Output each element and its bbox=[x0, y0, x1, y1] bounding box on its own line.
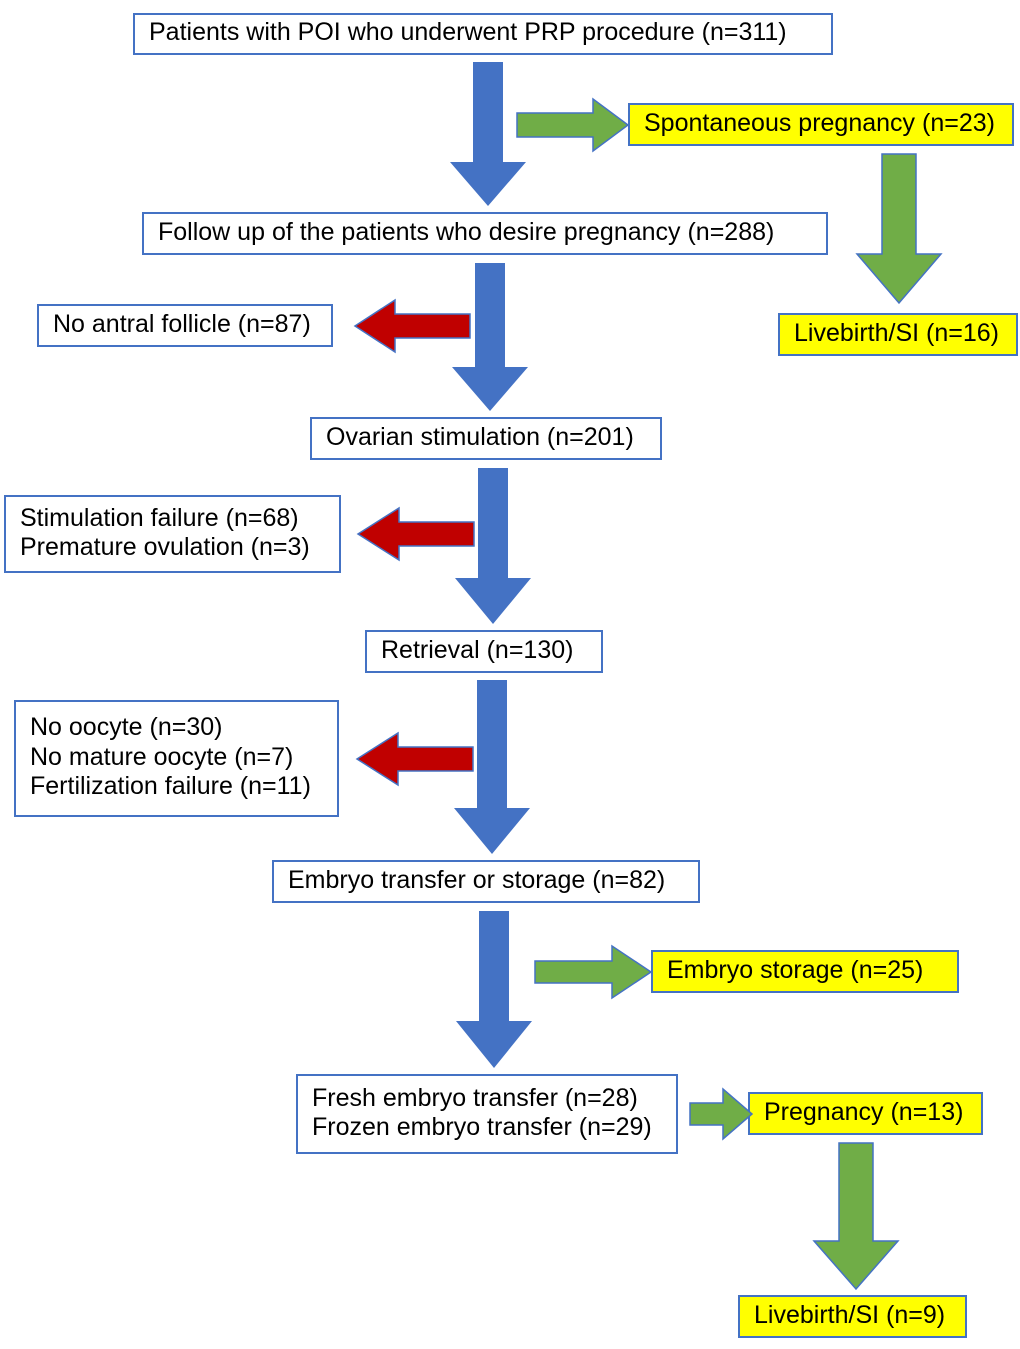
right-arrow-icon bbox=[516, 97, 630, 153]
node-follow-up: Follow up of the patients who desire pre… bbox=[142, 212, 828, 255]
node-line: Retrieval (n=130) bbox=[381, 635, 574, 664]
node-line: Livebirth/SI (n=16) bbox=[794, 318, 999, 347]
node-embryo-storage: Embryo storage (n=25) bbox=[651, 950, 959, 993]
node-livebirth-si-9: Livebirth/SI (n=9) bbox=[738, 1295, 967, 1338]
node-line: Fertilization failure (n=11) bbox=[30, 772, 311, 801]
arrow-enrolled-to-followup bbox=[450, 62, 526, 206]
node-livebirth-si-16: Livebirth/SI (n=16) bbox=[778, 313, 1018, 356]
node-line: Stimulation failure (n=68) bbox=[20, 503, 299, 532]
node-enrolled: Patients with POI who underwent PRP proc… bbox=[133, 13, 833, 55]
node-spontaneous-pregnancy: Spontaneous pregnancy (n=23) bbox=[628, 103, 1014, 146]
node-line: No mature oocyte (n=7) bbox=[30, 742, 294, 771]
node-line: Patients with POI who underwent PRP proc… bbox=[149, 18, 787, 47]
arrow-pregnancy-to-livebirth9 bbox=[812, 1142, 900, 1291]
arrow-transfers-to-pregnancy bbox=[689, 1087, 754, 1141]
arrow-retrieval-to-oocyte-failures bbox=[355, 731, 474, 787]
node-embryo-transfers: Fresh embryo transfer (n=28) Frozen embr… bbox=[296, 1074, 678, 1154]
left-arrow-icon bbox=[355, 731, 474, 787]
down-arrow-icon bbox=[855, 153, 943, 305]
node-line: Pregnancy (n=13) bbox=[764, 1097, 964, 1126]
node-embryo-transfer-or-storage: Embryo transfer or storage (n=82) bbox=[272, 860, 700, 903]
right-arrow-icon bbox=[689, 1087, 754, 1141]
down-arrow-icon bbox=[450, 62, 526, 206]
node-line: Frozen embryo transfer (n=29) bbox=[312, 1113, 652, 1141]
node-line: No antral follicle (n=87) bbox=[53, 309, 311, 338]
arrow-followup-to-ovarian-stimulation bbox=[452, 263, 528, 411]
node-line: Fresh embryo transfer (n=28) bbox=[312, 1083, 638, 1112]
right-arrow-icon bbox=[534, 944, 653, 1000]
node-ovarian-stimulation: Ovarian stimulation (n=201) bbox=[310, 417, 662, 460]
arrow-spontaneous-pregnancy-to-livebirth16 bbox=[855, 153, 943, 305]
left-arrow-icon bbox=[353, 298, 471, 354]
arrow-stimulation-to-failures bbox=[356, 506, 475, 562]
down-arrow-icon bbox=[456, 911, 532, 1068]
node-retrieval: Retrieval (n=130) bbox=[365, 630, 603, 673]
down-arrow-icon bbox=[454, 680, 530, 854]
down-arrow-icon bbox=[452, 263, 528, 411]
node-pregnancy-13: Pregnancy (n=13) bbox=[748, 1092, 983, 1135]
down-arrow-icon bbox=[812, 1142, 900, 1291]
arrow-stimulation-to-retrieval bbox=[455, 468, 531, 624]
arrow-retrieval-to-embryo bbox=[454, 680, 530, 854]
down-arrow-icon bbox=[455, 468, 531, 624]
node-line: Livebirth/SI (n=9) bbox=[754, 1300, 946, 1329]
node-line: No oocyte (n=30) bbox=[30, 713, 223, 742]
node-stimulation-failure: Stimulation failure (n=68) Premature ovu… bbox=[4, 495, 341, 573]
arrow-enrolled-to-spontaneous-pregnancy bbox=[516, 97, 630, 153]
left-arrow-icon bbox=[356, 506, 475, 562]
node-oocyte-failures: No oocyte (n=30) No mature oocyte (n=7) … bbox=[14, 700, 339, 817]
node-line: Spontaneous pregnancy (n=23) bbox=[644, 108, 995, 137]
node-no-antral-follicle: No antral follicle (n=87) bbox=[37, 304, 333, 347]
node-line: Follow up of the patients who desire pre… bbox=[158, 217, 775, 246]
arrow-embryo-to-storage bbox=[534, 944, 653, 1000]
node-line: Embryo transfer or storage (n=82) bbox=[288, 865, 666, 894]
node-line: Premature ovulation (n=3) bbox=[20, 533, 310, 561]
node-line: Ovarian stimulation (n=201) bbox=[326, 422, 634, 451]
node-line: Embryo storage (n=25) bbox=[667, 955, 924, 984]
arrow-embryo-to-transfers bbox=[456, 911, 532, 1068]
arrow-followup-to-no-antral-follicle bbox=[353, 298, 471, 354]
